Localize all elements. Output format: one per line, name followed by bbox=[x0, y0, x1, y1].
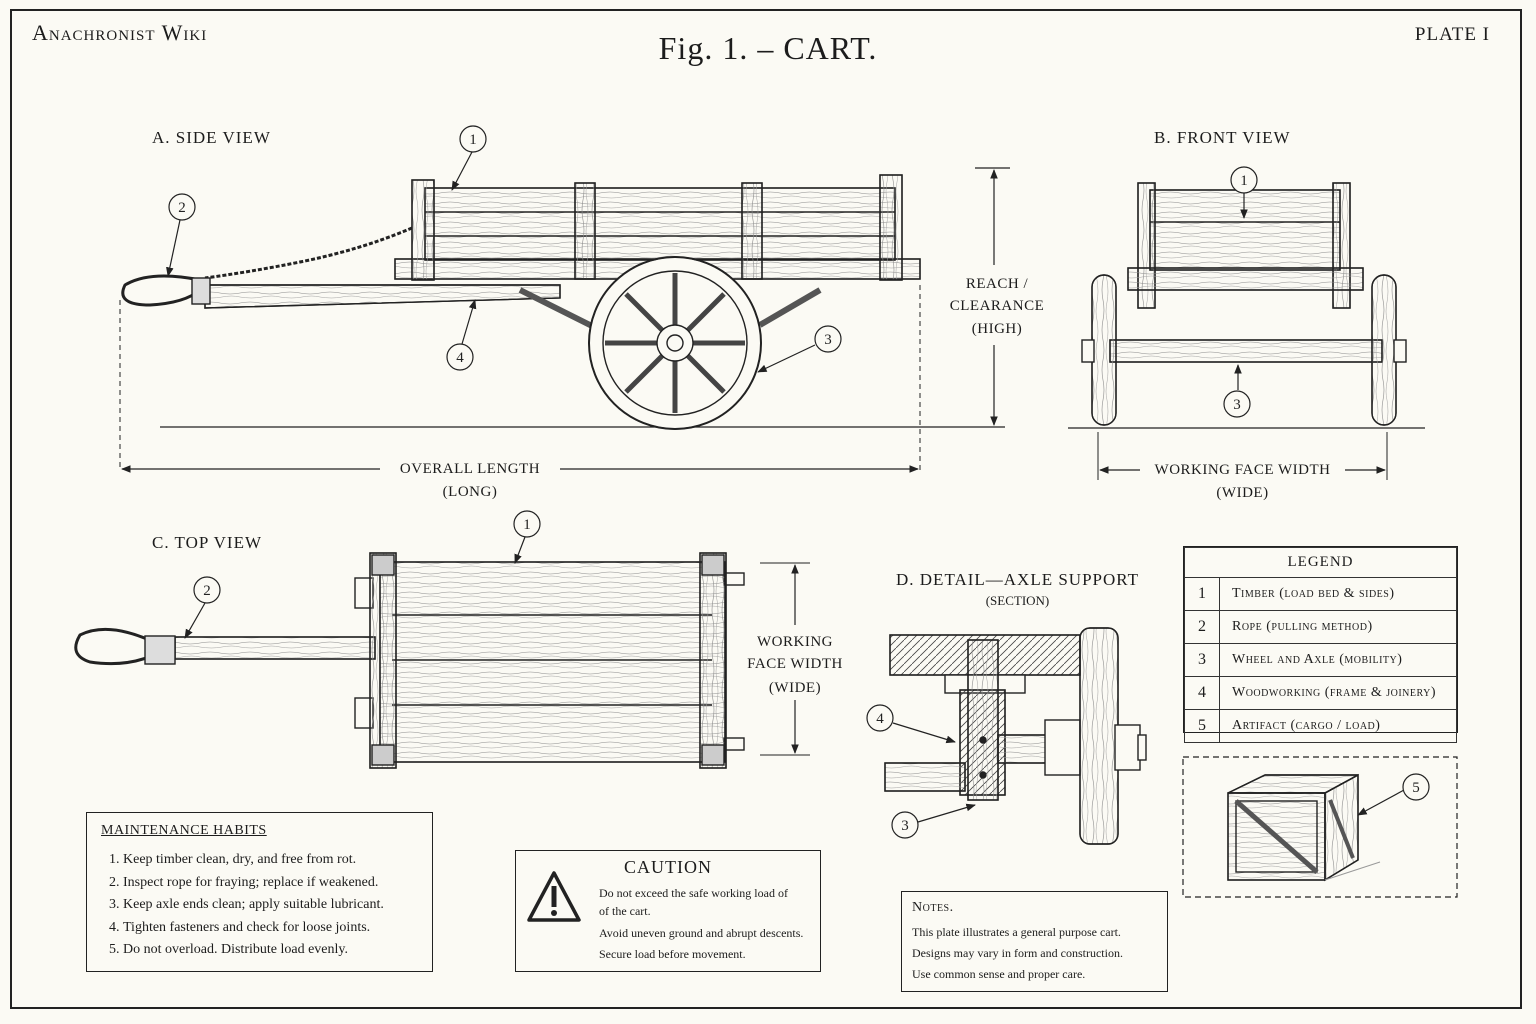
caution-line-2: of the cart. bbox=[599, 904, 651, 918]
top-width-label-1: WORKING bbox=[740, 631, 850, 653]
front-callout-1: 1 bbox=[1240, 173, 1248, 189]
plate-number: PLATE I bbox=[1414, 24, 1490, 45]
list-item: Keep timber clean, dry, and free from ro… bbox=[123, 849, 418, 872]
notes-line-1: This plate illustrates a general purpose… bbox=[912, 925, 1121, 939]
list-item: Tighten fasteners and check for loose jo… bbox=[123, 917, 418, 940]
site-name: Anachronist Wiki bbox=[32, 20, 208, 45]
overall-length-label: OVERALL LENGTH bbox=[380, 458, 560, 480]
side-callout-2: 2 bbox=[178, 200, 186, 216]
crate-callout-5: 5 bbox=[1412, 780, 1420, 796]
plate-frame bbox=[10, 9, 1522, 1009]
caution-line-3: Avoid uneven ground and abrupt descents. bbox=[599, 926, 804, 940]
front-width-label: WORKING FACE WIDTH bbox=[1140, 459, 1345, 481]
detail-callout-4: 4 bbox=[876, 711, 884, 727]
maintenance-panel: MAINTENANCE HABITS Keep timber clean, dr… bbox=[86, 812, 433, 972]
caution-line-1: Do not exceed the safe working load of bbox=[599, 886, 788, 900]
side-callout-1: 1 bbox=[469, 132, 477, 148]
detail-callout-3: 3 bbox=[901, 818, 909, 834]
front-view bbox=[1068, 182, 1425, 480]
warning-icon bbox=[527, 871, 581, 922]
top-callout-1: 1 bbox=[523, 517, 531, 533]
detail-view-title: D. DETAIL—AXLE SUPPORT bbox=[896, 570, 1139, 589]
side-callout-4: 4 bbox=[456, 350, 464, 366]
side-view bbox=[119, 174, 1005, 470]
notes-panel: Notes. This plate illustrates a general … bbox=[901, 891, 1168, 992]
caution-title: CAUTION bbox=[624, 857, 712, 877]
crate-illustration bbox=[1182, 756, 1458, 898]
maintenance-title: MAINTENANCE HABITS bbox=[101, 823, 267, 838]
detail-view bbox=[884, 627, 1147, 845]
reach-label-1: REACH / bbox=[942, 273, 1052, 295]
page-title: Fig. 1. – CART. bbox=[658, 30, 878, 66]
list-item: Inspect rope for fraying; replace if wea… bbox=[123, 872, 418, 895]
top-width-label-3: (WIDE) bbox=[740, 677, 850, 699]
top-callout-2: 2 bbox=[203, 583, 211, 599]
side-callout-3: 3 bbox=[824, 332, 832, 348]
detail-view-subtitle: (SECTION) bbox=[985, 593, 1050, 608]
front-view-title: B. FRONT VIEW bbox=[1154, 128, 1291, 147]
top-view-title: C. TOP VIEW bbox=[152, 533, 263, 552]
caution-panel: CAUTION Do not exceed the safe working l… bbox=[515, 850, 821, 972]
list-item: Keep axle ends clean; apply suitable lub… bbox=[123, 894, 418, 917]
legend-title: LEGEND bbox=[1184, 547, 1457, 578]
front-callout-3: 3 bbox=[1233, 397, 1241, 413]
notes-line-3: Use common sense and proper care. bbox=[912, 967, 1086, 981]
side-view-title: A. SIDE VIEW bbox=[152, 128, 271, 147]
list-item: Do not overload. Distribute load evenly. bbox=[123, 939, 418, 962]
notes-title: Notes. bbox=[912, 900, 954, 915]
reach-label-3: (HIGH) bbox=[942, 318, 1052, 340]
reach-label-2: CLEARANCE bbox=[942, 295, 1052, 317]
side-callouts bbox=[166, 125, 842, 373]
top-width-label-2: FACE WIDTH bbox=[740, 653, 850, 675]
caution-line-4: Secure load before movement. bbox=[599, 947, 746, 961]
notes-line-2: Designs may vary in form and constructio… bbox=[912, 946, 1123, 960]
top-view bbox=[74, 552, 810, 769]
front-width-sub: (WIDE) bbox=[1140, 482, 1345, 504]
overall-length-sub: (LONG) bbox=[380, 481, 560, 503]
